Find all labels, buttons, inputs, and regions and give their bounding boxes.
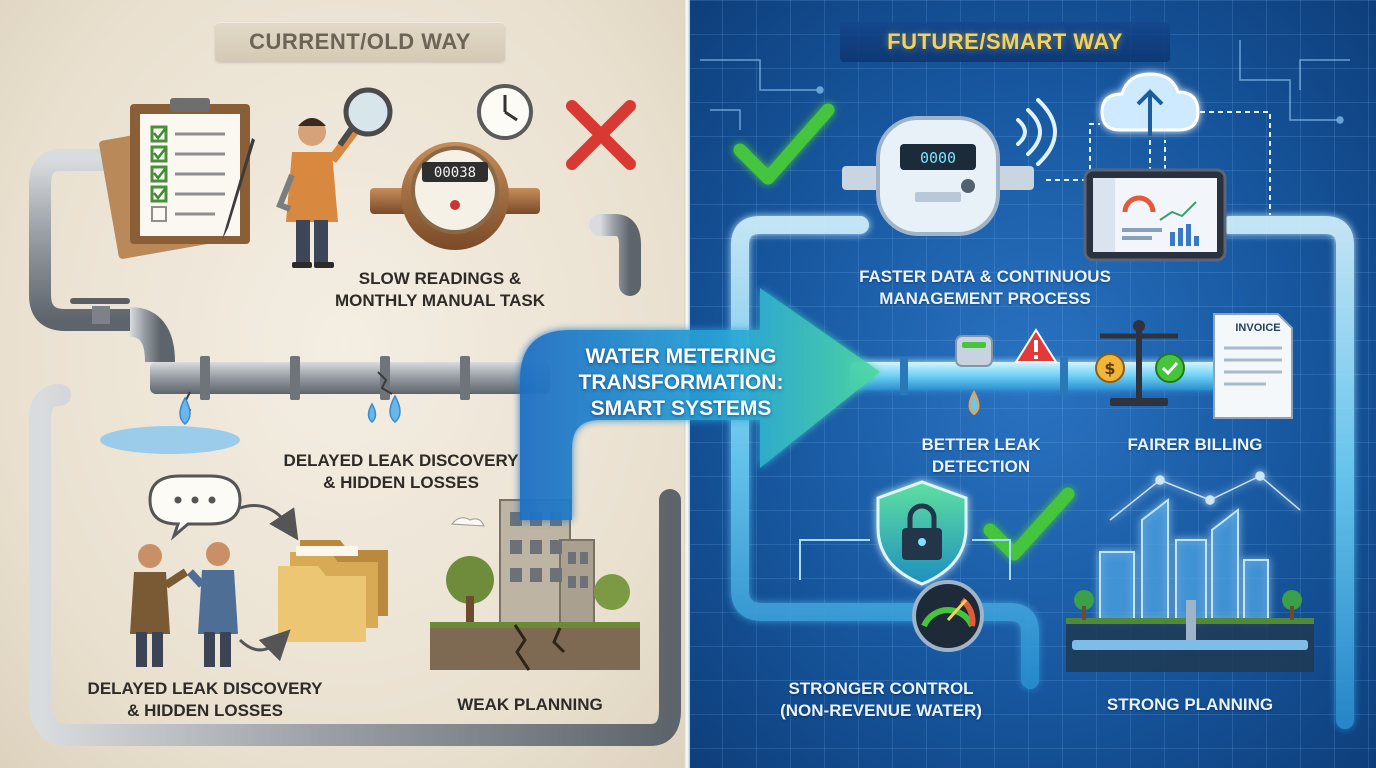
caption-line: BETTER LEAK bbox=[921, 435, 1041, 454]
speech-bubble-icon bbox=[148, 474, 242, 541]
cross-icon bbox=[566, 100, 636, 170]
old-way-title: CURRENT/OLD WAY bbox=[215, 22, 505, 62]
caption-line: FASTER DATA & CONTINUOUS bbox=[859, 267, 1111, 286]
caption-line: STRONGER CONTROL bbox=[788, 679, 974, 698]
caption-line: & HIDDEN LOSSES bbox=[323, 473, 479, 492]
arrow-icon bbox=[238, 629, 291, 662]
caption-line: SLOW READINGS & bbox=[358, 269, 522, 288]
tree-icon bbox=[1074, 590, 1302, 620]
underground-infrastructure bbox=[1066, 600, 1314, 672]
circuit-lines bbox=[799, 539, 1011, 580]
old-pipe-network bbox=[29, 149, 681, 746]
cloud-icon bbox=[1100, 72, 1200, 136]
smart-meter-icon: 0000 bbox=[842, 116, 1034, 236]
water-puddle-icon bbox=[100, 426, 240, 454]
transformation-label: WATER METERING TRANSFORMATION: SMART SYS… bbox=[556, 344, 806, 422]
invoice-label: INVOICE bbox=[1235, 322, 1281, 334]
pipe-joints bbox=[900, 357, 1068, 395]
clipboard-checklist-icon bbox=[99, 98, 255, 259]
water-drop-icon bbox=[179, 394, 401, 425]
valve-handle-icon bbox=[70, 298, 130, 324]
meter-reader-person-icon bbox=[276, 87, 393, 268]
caption-line: DELAYED LEAK DISCOVERY bbox=[87, 679, 323, 698]
smart-city-icon bbox=[1099, 471, 1301, 623]
check-icon bbox=[983, 487, 1075, 561]
caption-leak-discovery-repeat: DELAYED LEAK DISCOVERY & HIDDEN LOSSES bbox=[60, 678, 350, 722]
people-discussing-icon bbox=[130, 542, 238, 667]
caption-line: MANAGEMENT PROCESS bbox=[879, 289, 1091, 308]
caption-line: MONTHLY MANUAL TASK bbox=[335, 291, 545, 310]
old-main-pipe bbox=[150, 362, 550, 394]
arrow-icon bbox=[239, 504, 299, 541]
leak-sensor-icon bbox=[955, 335, 993, 416]
caption-line: DETECTION bbox=[931, 457, 1031, 476]
circuit-lines bbox=[700, 40, 1350, 130]
old-water-meter-icon: 00038 bbox=[370, 142, 540, 250]
caption-weak-planning: WEAK PLANNING bbox=[457, 695, 603, 714]
dashboard-tablet-icon bbox=[1083, 168, 1227, 262]
smart-way-title: FUTURE/SMART WAY bbox=[840, 22, 1170, 62]
transformation-label-line: TRANSFORMATION: bbox=[578, 371, 784, 394]
caption-stronger-control: STRONGER CONTROL (NON-REVENUE WATER) bbox=[756, 678, 1006, 722]
caption-slow-readings: SLOW READINGS & MONTHLY MANUAL TASK bbox=[300, 268, 580, 312]
old-meter-reading: 00038 bbox=[434, 165, 476, 181]
paper-folders-icon bbox=[278, 540, 388, 642]
caption-line: DELAYED LEAK DISCOVERY bbox=[283, 451, 519, 470]
smart-main-pipe bbox=[850, 362, 1230, 390]
warning-icon bbox=[1014, 328, 1058, 363]
svg-text:$: $ bbox=[1104, 359, 1115, 378]
caption-line: (NON-REVENUE WATER) bbox=[780, 701, 982, 720]
smart-meter-reading: 0000 bbox=[920, 149, 956, 167]
transformation-label-line: WATER METERING bbox=[585, 345, 777, 368]
caption-faster-data: FASTER DATA & CONTINUOUS MANAGEMENT PROC… bbox=[830, 266, 1140, 310]
clock-icon bbox=[477, 84, 533, 140]
balance-scale-icon: $ bbox=[1095, 320, 1185, 406]
pipe-elbow bbox=[128, 307, 175, 363]
weak-building-icon bbox=[430, 499, 640, 671]
security-lock-icon bbox=[876, 480, 968, 586]
transformation-label-line: SMART SYSTEMS bbox=[590, 397, 772, 420]
data-flow-arrows bbox=[1046, 111, 1271, 215]
caption-fairer-billing: FAIRER BILLING bbox=[1127, 435, 1263, 454]
smart-pipe-network bbox=[731, 216, 1354, 729]
transformation-arrow bbox=[520, 288, 880, 520]
check-icon bbox=[733, 103, 835, 185]
caption-line: & HIDDEN LOSSES bbox=[127, 701, 283, 720]
pressure-gauge-icon bbox=[912, 580, 984, 652]
old-way-illustrations: 00038 bbox=[29, 84, 681, 746]
caption-strong-planning: STRONG PLANNING bbox=[1106, 695, 1274, 714]
invoice-document-icon bbox=[1213, 313, 1293, 419]
caption-leak-discovery: DELAYED LEAK DISCOVERY & HIDDEN LOSSES bbox=[256, 450, 546, 494]
caption-leak-detection: BETTER LEAK DETECTION bbox=[896, 434, 1066, 478]
wireless-signal-icon bbox=[1016, 98, 1057, 166]
